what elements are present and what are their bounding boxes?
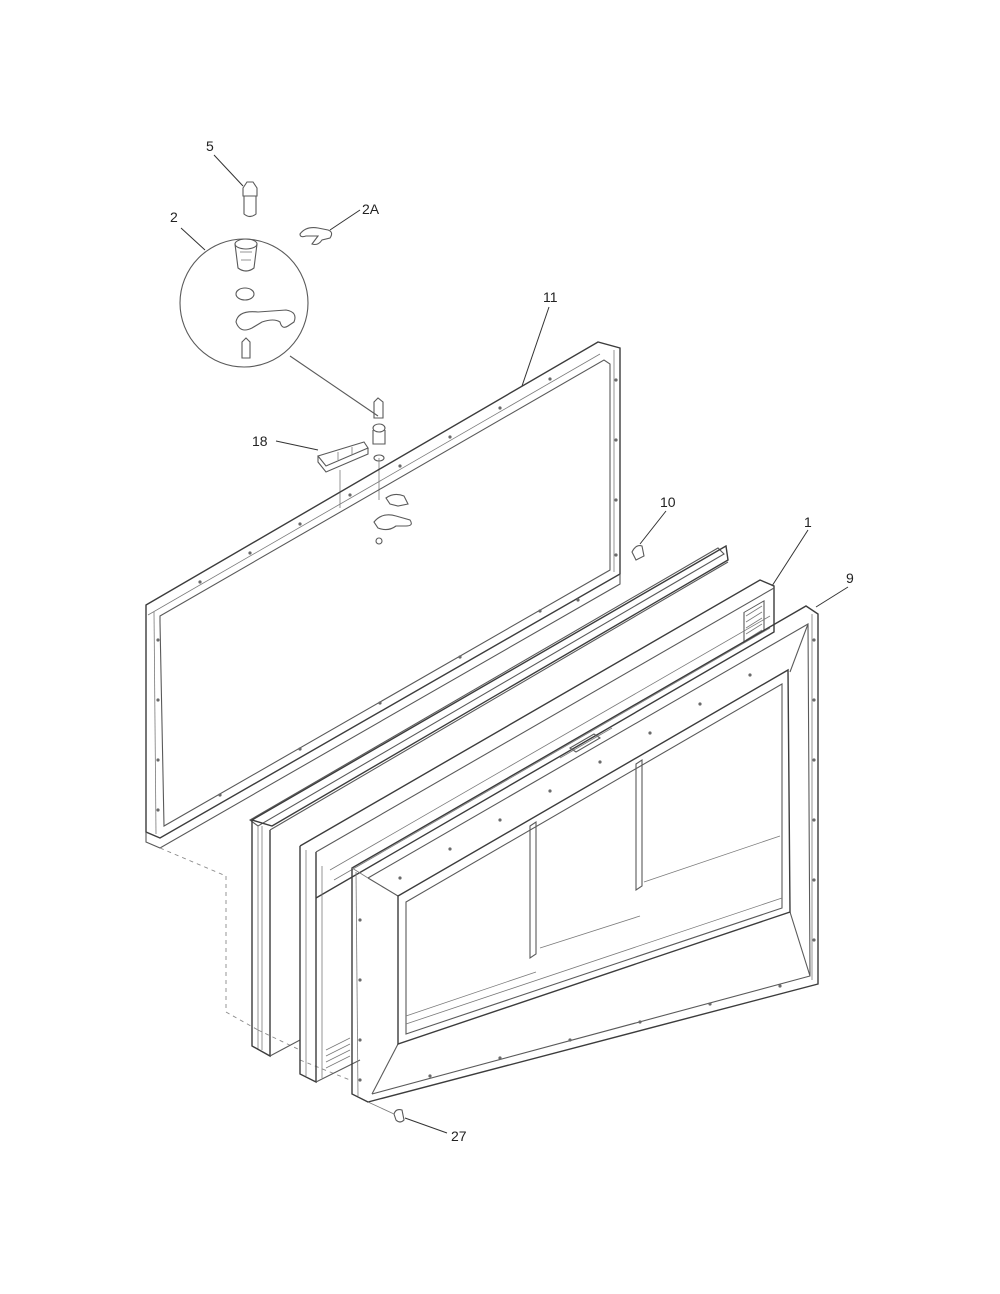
part-2A-hinge-clip — [299, 227, 333, 246]
gasket-strip — [249, 547, 725, 1050]
leader-18 — [275, 440, 319, 451]
lid-frame-screw-holes — [156, 377, 618, 812]
callout-11: 11 — [543, 289, 558, 305]
part-10-clip — [631, 545, 645, 561]
callout-9: 9 — [846, 570, 854, 586]
callout-1: 1 — [804, 514, 812, 530]
callout-2: 2 — [170, 209, 178, 225]
callout-18: 18 — [252, 433, 268, 449]
lid-hinge-parts — [372, 397, 412, 545]
leader-2 — [180, 227, 206, 251]
leader-5 — [213, 154, 244, 187]
alignment-lines — [159, 847, 351, 1081]
detail-connector-line — [289, 355, 379, 417]
leader-10 — [639, 510, 667, 545]
door-frame-handle-slot — [559, 727, 613, 759]
leader-11 — [521, 306, 550, 387]
leader-lines — [180, 154, 849, 1134]
callout-5: 5 — [206, 138, 214, 154]
part-5-pin — [242, 181, 258, 218]
callout-27: 27 — [451, 1128, 467, 1144]
callout-2A: 2A — [362, 201, 380, 217]
leader-1 — [771, 529, 809, 587]
panel-insulation-slab — [250, 544, 729, 1058]
callout-10: 10 — [660, 494, 676, 510]
part-27-screw — [367, 1101, 405, 1123]
part-18-handle — [317, 441, 369, 508]
part-9-door-frame — [351, 605, 819, 1103]
leader-9 — [815, 586, 849, 608]
liner-vent-grille-left — [325, 1037, 351, 1069]
door-frame-screw-holes — [358, 638, 816, 1082]
leader-2A — [329, 209, 361, 231]
part-2-detail-circle — [179, 238, 379, 417]
leader-27 — [404, 1117, 448, 1134]
